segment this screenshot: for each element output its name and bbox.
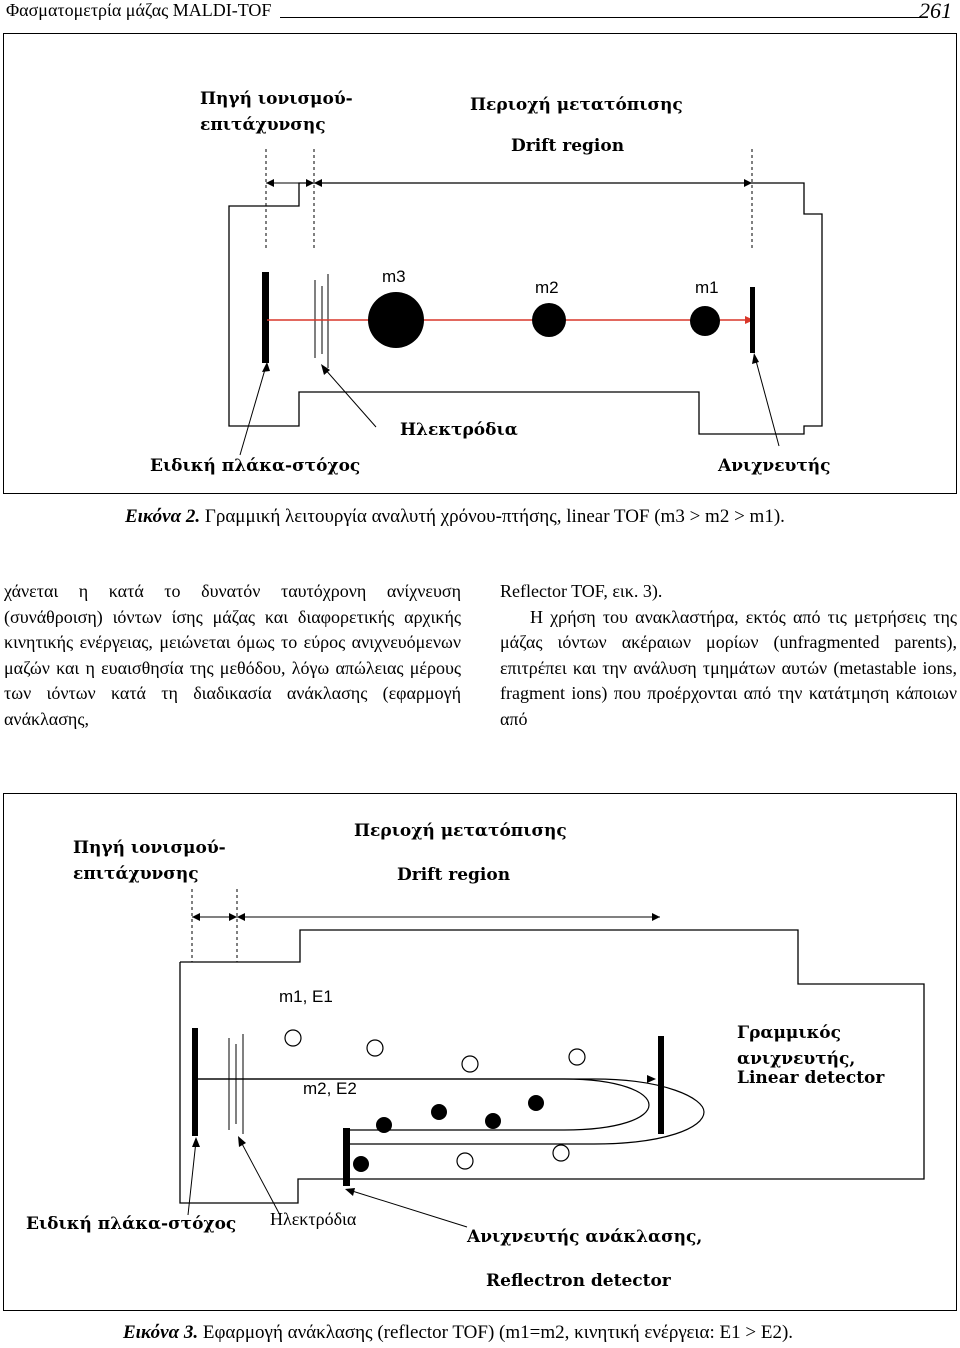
fig3-target-plate-label: Ειδική πλάκα-στόχος (26, 1214, 237, 1234)
linear-detector-plate (658, 1036, 664, 1134)
fig2-source-label-line2: επιτάχυνσης (200, 115, 326, 135)
tube-outline (228, 182, 823, 435)
reflectron-detector-plate (343, 1128, 350, 1186)
reflection-path-outer (198, 1078, 705, 1145)
target-plate (192, 1028, 198, 1136)
ion-e1 (552, 1144, 570, 1162)
figure-3-diagram (179, 889, 925, 1228)
fig3-ion-group2-label: m2, E2 (303, 1079, 357, 1098)
fig2-ion-m3-label: m3 (382, 267, 406, 286)
ion-e2 (528, 1095, 544, 1111)
figure-2-caption-label: Εικόνα 2. (125, 506, 201, 527)
figure-2-frame: Πηγή ιονισμού- επιτάχυνσης Περιοχή μετατ… (3, 33, 957, 494)
right-column-line1: Reflector TOF, εικ. 3). (500, 581, 663, 601)
fig3-reflectron-en: Reflectron detector (486, 1271, 671, 1291)
ion-m2 (532, 303, 566, 337)
fig2-target-plate-label: Ειδική πλάκα-στόχος (150, 456, 361, 476)
figure-3-caption-label: Εικόνα 3. (123, 1322, 199, 1343)
target-plate (262, 272, 269, 363)
fig2-drift-label-en: Drift region (511, 136, 625, 156)
fig2-ion-m2-label: m2 (535, 278, 559, 297)
ion-e2 (353, 1156, 369, 1172)
ion-m3 (368, 292, 424, 348)
ion-e2 (485, 1113, 501, 1129)
ion-e1 (568, 1048, 586, 1066)
ion-e1 (456, 1152, 474, 1170)
right-column-text: Reflector TOF, εικ. 3). Η χρήση του ανακ… (500, 579, 957, 732)
fig2-drift-label-gr: Περιοχή μετατόπισης (470, 95, 683, 115)
fig3-source-label-line2: επιτάχυνσης (73, 864, 199, 884)
ion-e2 (376, 1117, 392, 1133)
figure-3-frame: Πηγή ιονισμού- επιτάχυνσης Περιοχή μετατ… (3, 793, 957, 1311)
running-header-title: Φασματομετρία μάζας MALDI-TOF (6, 0, 272, 20)
fig2-ion-m1-label: m1 (695, 278, 719, 297)
fig3-linear-detector-en: Linear detector (737, 1068, 885, 1088)
fig2-source-label-line1: Πηγή ιονισμού- (200, 89, 353, 109)
fig2-electrodes-label: Ηλεκτρόδια (400, 420, 518, 440)
fig2-detector-label: Ανιχνευτής (718, 456, 831, 476)
header-rule (280, 17, 920, 18)
detector-plate (750, 287, 755, 353)
figure-3-caption-text: Εφαρμογή ανάκλασης (reflector TOF) (m1=m… (198, 1322, 794, 1343)
fig3-electrodes-label: Ηλεκτρόδια (270, 1209, 357, 1229)
figure-2-caption: Εικόνα 2. Γραμμική λειτουργία αναλυτή χρ… (125, 506, 785, 528)
fig3-drift-label-gr: Περιοχή μετατόπισης (354, 821, 567, 841)
figure-2-diagram (228, 149, 823, 456)
ion-e1 (284, 1029, 302, 1047)
fig3-ion-group1-label: m1, E1 (279, 987, 333, 1006)
ion-e2 (431, 1104, 447, 1120)
reflection-path-inner (198, 1078, 650, 1131)
ion-e1 (461, 1055, 479, 1073)
fig3-drift-label-en: Drift region (397, 865, 511, 885)
figure-3-caption: Εικόνα 3. Εφαρμογή ανάκλασης (reflector … (123, 1322, 793, 1344)
figure-2-caption-text: Γραμμική λειτουργία αναλυτή χρόνου-πτήση… (200, 506, 785, 527)
fig3-reflectron-gr: Ανιχνευτής ανάκλασης, (467, 1227, 703, 1247)
page-number: 261 (919, 0, 952, 23)
fig3-source-label-line1: Πηγή ιονισμού- (73, 838, 226, 858)
left-column-paragraph: χάνεται η κατά το δυνατόν ταυτόχρονη ανί… (4, 581, 461, 729)
tube-outline (179, 929, 925, 1204)
left-column-text: χάνεται η κατά το δυνατόν ταυτόχρονη ανί… (4, 579, 461, 732)
right-column-paragraph: Η χρήση του ανακλαστήρα, εκτός από τις μ… (500, 606, 957, 729)
ion-m1 (690, 306, 720, 336)
ion-e1 (366, 1039, 384, 1057)
fig3-linear-detector-gr: Γραμμικός ανιχνευτής, (737, 1023, 856, 1069)
